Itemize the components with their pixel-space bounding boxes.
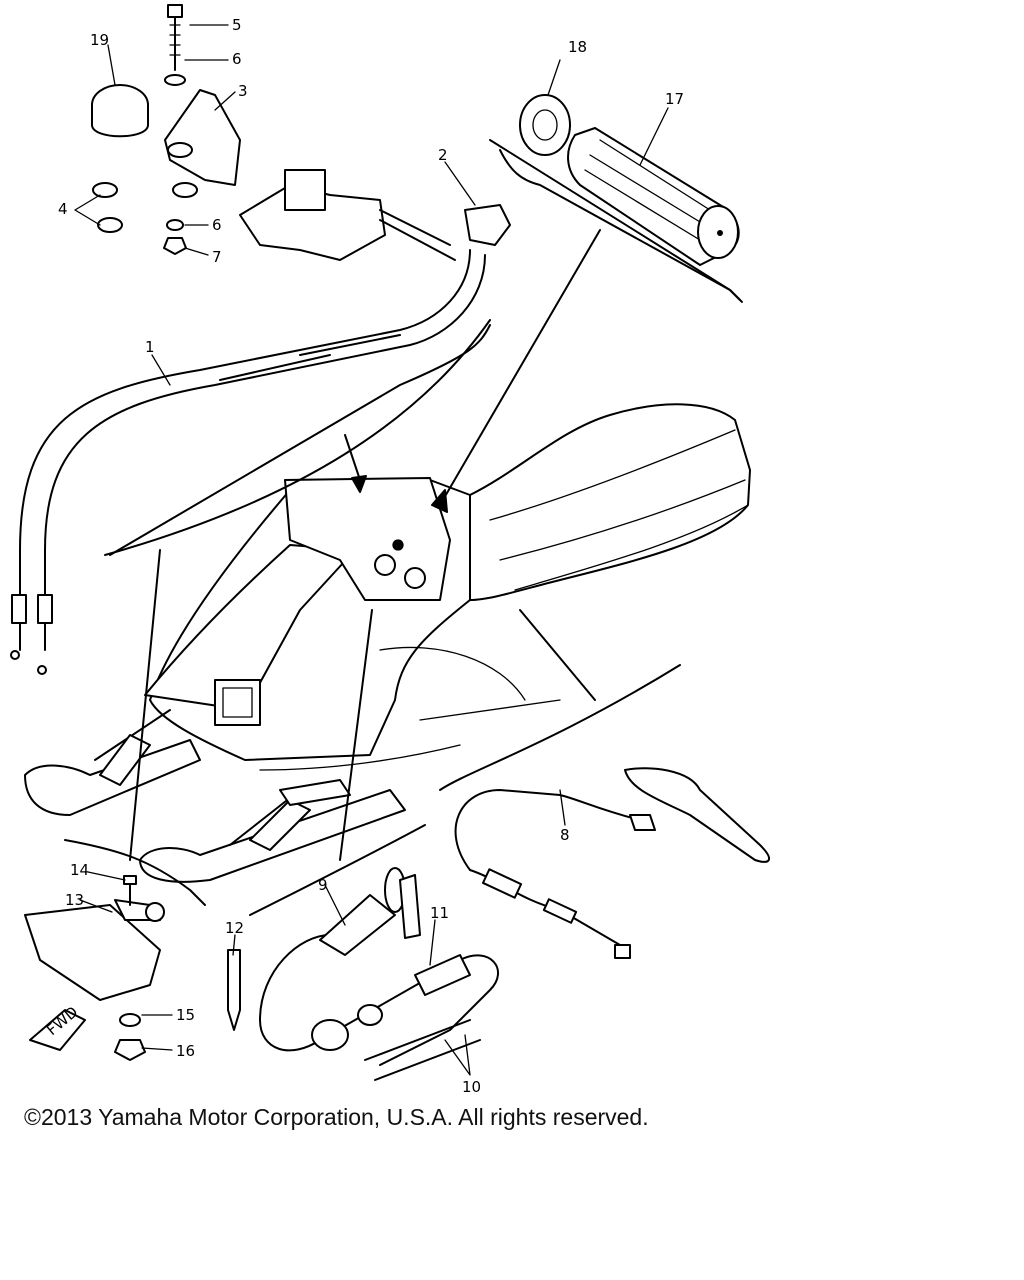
callout-16: 16 xyxy=(176,1042,195,1060)
callout-19: 19 xyxy=(90,31,109,49)
cable-tie-12 xyxy=(227,949,241,1031)
mount-hardware xyxy=(91,4,241,255)
clip-2 xyxy=(464,204,511,246)
callout-4: 4 xyxy=(58,200,68,218)
callout-8: 8 xyxy=(560,826,570,844)
group-outlines xyxy=(64,139,743,916)
callout-1: 1 xyxy=(145,338,155,356)
callout-7: 7 xyxy=(212,248,222,266)
callout-17: 17 xyxy=(665,90,684,108)
snowmobile-illustration xyxy=(24,403,751,883)
switch-box xyxy=(284,169,326,211)
bumper-assembly: FWD xyxy=(24,875,241,1061)
callout-6-top: 6 xyxy=(232,50,242,68)
callout-10: 10 xyxy=(462,1078,481,1096)
brake-lever xyxy=(624,767,770,863)
fwd-arrow xyxy=(29,1009,86,1051)
leader-lines xyxy=(74,24,669,1076)
callout-3: 3 xyxy=(238,82,248,100)
callout-12: 12 xyxy=(225,919,244,937)
callout-5: 5 xyxy=(232,16,242,34)
stop-switch-assembly xyxy=(259,867,500,1081)
callout-2: 2 xyxy=(438,146,448,164)
callout-11: 11 xyxy=(430,904,449,922)
callout-9: 9 xyxy=(318,876,328,894)
callout-13: 13 xyxy=(65,891,84,909)
callout-14: 14 xyxy=(70,861,89,879)
bumper-cover xyxy=(24,904,161,1001)
grip-end-18 xyxy=(519,94,571,156)
bracket-3 xyxy=(164,89,241,186)
callout-18: 18 xyxy=(568,38,587,56)
brake-cable-assembly xyxy=(10,169,491,675)
handlebar-grip-assembly xyxy=(431,94,741,513)
callout-6-bottom: 6 xyxy=(212,216,222,234)
callout-15: 15 xyxy=(176,1006,195,1024)
callout-numbers: 1 2 3 4 5 6 6 7 8 9 10 11 12 13 14 15 16… xyxy=(58,16,684,1096)
exploded-parts-diagram: FWD 1 2 3 4 xyxy=(10,4,770,1096)
brake-lever-assembly xyxy=(454,767,770,959)
seat xyxy=(469,403,751,601)
copyright-notice: ©2013 Yamaha Motor Corporation, U.S.A. A… xyxy=(24,1104,649,1130)
headlight xyxy=(214,679,261,726)
